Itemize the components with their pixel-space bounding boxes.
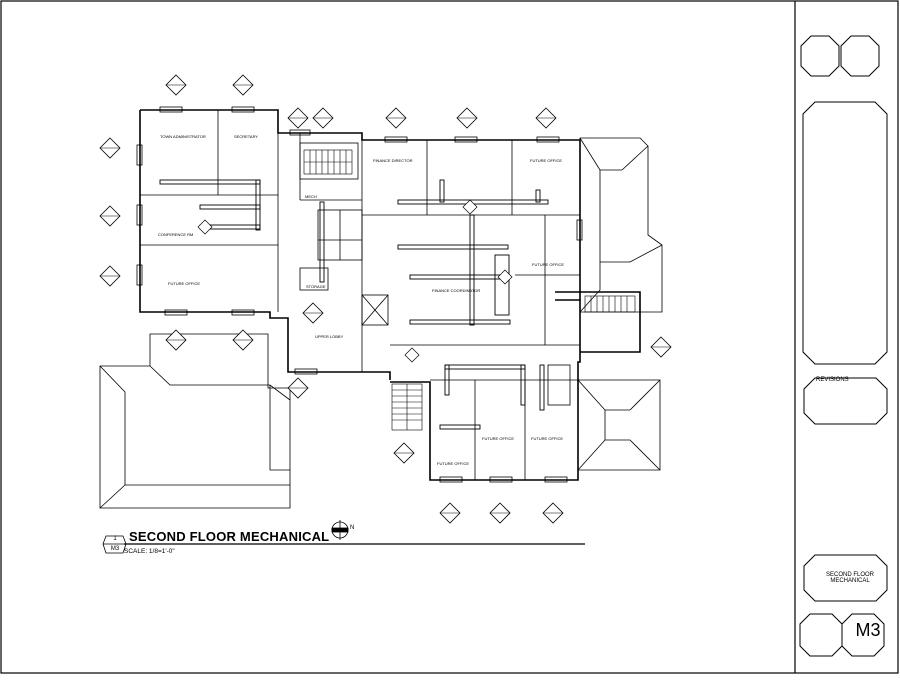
room-labels: TOWN ADMINISTRATOR SECRETARY CONFERENCE … bbox=[158, 134, 564, 466]
interior-walls bbox=[140, 110, 580, 480]
north-label: N bbox=[350, 525, 355, 531]
revisions-label: REVISIONS bbox=[816, 377, 849, 383]
drawing-scale: SCALE: 1/8=1'-0" bbox=[124, 548, 175, 555]
room-label-10: STORAGE bbox=[306, 284, 326, 289]
ductwork bbox=[159, 179, 549, 430]
windows bbox=[136, 106, 583, 483]
north-arrow bbox=[331, 520, 349, 540]
room-label-4: FUTURE OFFICE bbox=[168, 281, 200, 286]
stairs bbox=[303, 149, 636, 431]
title-block-shapes bbox=[799, 35, 888, 657]
room-label-3: CONFERENCE RM bbox=[158, 232, 193, 237]
drawing-title: SECOND FLOOR MECHANICAL bbox=[129, 529, 330, 544]
project-info-box bbox=[802, 101, 888, 365]
logo-octagon-right bbox=[840, 35, 880, 77]
room-label-2: SECRETARY bbox=[234, 134, 258, 139]
sheet-name-box bbox=[803, 554, 888, 602]
room-label-8: FINANCE COORDINATOR bbox=[432, 288, 480, 293]
roof-left-outer bbox=[99, 333, 291, 509]
sheet-number: M3 bbox=[855, 620, 881, 640]
sheet-name: SECOND FLOOR MECHANICAL bbox=[825, 572, 874, 584]
revisions-box bbox=[803, 377, 888, 425]
room-label-5: FINANCE DIRECTOR bbox=[373, 158, 413, 163]
room-label-7: FUTURE OFFICE bbox=[532, 262, 564, 267]
detail-number: 1 bbox=[113, 536, 117, 542]
roof-right-upper bbox=[579, 137, 663, 313]
logo-octagon-left bbox=[800, 35, 840, 77]
room-label-14: FUTURE OFFICE bbox=[531, 436, 563, 441]
room-label-11: UPPER LOBBY bbox=[315, 334, 344, 339]
room-label-1: TOWN ADMINISTRATOR bbox=[160, 134, 206, 139]
sheet-number-octagon-right bbox=[841, 613, 885, 657]
detail-sheet: M3 bbox=[110, 546, 120, 552]
room-label-6: FUTURE OFFICE bbox=[530, 158, 562, 163]
room-label-13: FUTURE OFFICE bbox=[482, 436, 514, 441]
room-label-12: FUTURE OFFICE bbox=[437, 461, 469, 466]
room-label-9: MECH bbox=[305, 194, 317, 199]
sheet-number-octagon-left bbox=[799, 613, 843, 657]
exterior-walls bbox=[139, 109, 641, 481]
